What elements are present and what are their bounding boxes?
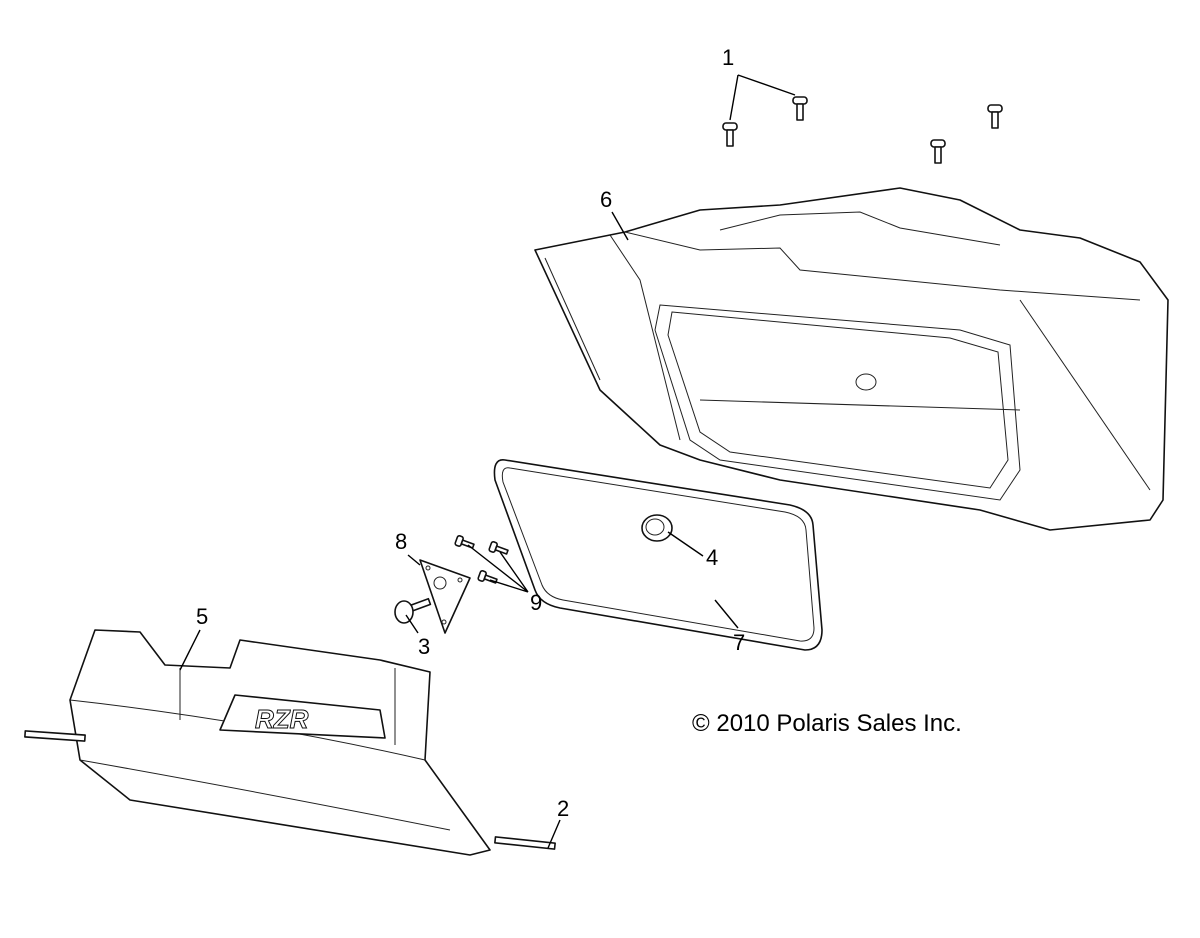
glove-box-housing-part-6 [534, 187, 1169, 531]
glove-box-lid-part-5: RZR [69, 629, 491, 856]
callout-5: 5 [196, 604, 209, 629]
latch-plate-part-8 [419, 559, 471, 634]
callout-7: 7 [733, 630, 746, 655]
gasket-part-7 [493, 459, 823, 651]
screw-part-9 [454, 535, 509, 584]
pin-part-2 [24, 730, 556, 850]
callout-8: 8 [395, 529, 408, 554]
callout-1: 1 [722, 45, 735, 70]
leader-lines [179, 74, 796, 849]
callout-4: 4 [706, 545, 719, 570]
latch-button-part-3 [394, 597, 432, 624]
callout-3: 3 [418, 634, 431, 659]
callout-6: 6 [600, 187, 613, 212]
callout-2: 2 [557, 796, 570, 821]
bumper-part-4 [641, 514, 673, 542]
rzr-logo: RZR [255, 704, 309, 734]
callout-9: 9 [530, 590, 543, 615]
screw-part-1 [722, 96, 1003, 164]
copyright-notice: © 2010 Polaris Sales Inc. [692, 710, 962, 737]
